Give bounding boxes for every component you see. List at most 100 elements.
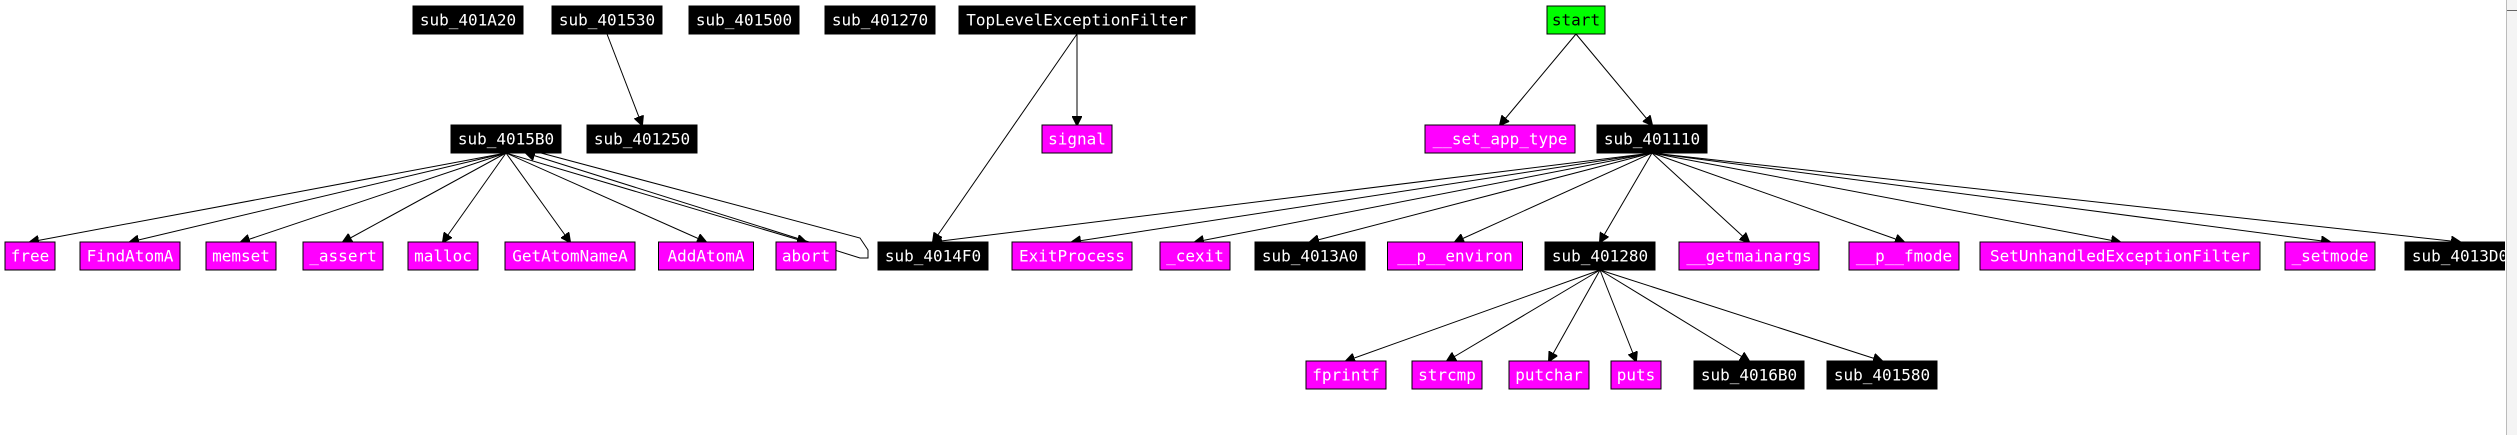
node-label: malloc [414, 247, 472, 266]
node-FindAtomA[interactable]: FindAtomA [79, 241, 181, 271]
node-label: sub_4013A0 [1262, 247, 1358, 266]
node-sub_401580[interactable]: sub_401580 [1826, 360, 1938, 390]
node-free[interactable]: free [4, 241, 56, 271]
node-sub_401280[interactable]: sub_401280 [1544, 241, 1656, 271]
node-box [1848, 241, 1960, 271]
node-putchar[interactable]: putchar [1508, 360, 1590, 390]
node-box [1826, 360, 1938, 390]
edge-sub_401110-to-sub_4013A0 [1310, 152, 1653, 242]
node-box [658, 241, 754, 271]
node-label: sub_401530 [559, 11, 655, 30]
edge-sub_401280-to-sub_4016B0 [1599, 269, 1749, 361]
node-box [775, 241, 837, 271]
node-label: __getmainargs [1686, 247, 1811, 266]
node-__p__fmode[interactable]: __p__fmode [1848, 241, 1960, 271]
node-box [79, 241, 181, 271]
node-memset[interactable]: memset [205, 241, 277, 271]
node-label: fprintf [1312, 366, 1379, 385]
edge-sub_401110-to-ExitProcess [1072, 152, 1653, 242]
node-sub_4015B0[interactable]: sub_4015B0 [450, 124, 562, 154]
edge-sub_401280-to-putchar [1549, 269, 1601, 361]
node-ExitProcess[interactable]: ExitProcess [1011, 241, 1133, 271]
edge-sub_401280-to-sub_401580 [1599, 269, 1882, 361]
node-box [1546, 5, 1606, 35]
node-sub_401500[interactable]: sub_401500 [688, 5, 800, 35]
edge-sub_401280-to-fprintf [1346, 269, 1601, 361]
edge-sub_401110-to-_cexit [1195, 152, 1653, 242]
node-box [1159, 241, 1231, 271]
node-box [1508, 360, 1590, 390]
node-__set_app_type[interactable]: __set_app_type [1424, 124, 1576, 154]
edge-TopLevelExceptionFilter-to-sub_4014F0 [933, 33, 1078, 242]
node-__p__environ[interactable]: __p__environ [1387, 241, 1523, 271]
node-TopLevelExceptionFilter[interactable]: TopLevelExceptionFilter [958, 5, 1196, 35]
edge-sub_4015B0-to-GetAtomNameA [505, 152, 570, 242]
node-AddAtomA[interactable]: AddAtomA [658, 241, 754, 271]
node-abort[interactable]: abort [775, 241, 837, 271]
node-box [407, 241, 479, 271]
node-sub_4014F0[interactable]: sub_4014F0 [877, 241, 989, 271]
node-fprintf[interactable]: fprintf [1305, 360, 1387, 390]
node-box [1693, 360, 1805, 390]
node-label: FindAtomA [87, 247, 174, 266]
edge-sub_4015B0-to-memset [241, 152, 507, 242]
node-label: strcmp [1418, 366, 1476, 385]
node-label: puts [1617, 366, 1656, 385]
node-GetAtomNameA[interactable]: GetAtomNameA [504, 241, 636, 271]
node-label: _cexit [1166, 247, 1224, 266]
node-SetUnhandledExceptionFilter[interactable]: SetUnhandledExceptionFilter [1979, 241, 2261, 271]
node-label: sub_401110 [1604, 130, 1700, 149]
node-box [1424, 124, 1576, 154]
node-box [1041, 124, 1113, 154]
node-label: __p__environ [1397, 247, 1513, 266]
node-label: start [1552, 11, 1600, 30]
edge-start-to-__set_app_type [1500, 33, 1577, 125]
node-malloc[interactable]: malloc [407, 241, 479, 271]
node-box [877, 241, 989, 271]
node-box [1011, 241, 1133, 271]
edge-sub_401110-to-__getmainargs [1651, 152, 1749, 242]
node-strcmp[interactable]: strcmp [1411, 360, 1483, 390]
node-label: sub_401280 [1552, 247, 1648, 266]
edge-sub_401110-to-SetUnhandledExceptionFilter [1651, 152, 2120, 242]
node-sub_401A20[interactable]: sub_401A20 [412, 5, 524, 35]
node-label: AddAtomA [667, 247, 744, 266]
node-sub_401250[interactable]: sub_401250 [586, 124, 698, 154]
node-box [2404, 241, 2505, 271]
edge-sub_401280-to-puts [1599, 269, 1636, 361]
scrollbar-marker [2507, 10, 2517, 11]
node-box [586, 124, 698, 154]
node-_cexit[interactable]: _cexit [1159, 241, 1231, 271]
node-label: sub_401A20 [420, 11, 516, 30]
edge-start-to-sub_401110 [1575, 33, 1652, 125]
edges-layer [30, 33, 2460, 361]
node-start[interactable]: start [1546, 5, 1606, 35]
node-sub_4016B0[interactable]: sub_4016B0 [1693, 360, 1805, 390]
node-puts[interactable]: puts [1610, 360, 1662, 390]
node-label: sub_4014F0 [885, 247, 981, 266]
node-box [1254, 241, 1366, 271]
node-sub_401270[interactable]: sub_401270 [824, 5, 936, 35]
vertical-scrollbar[interactable] [2506, 0, 2517, 435]
node-signal[interactable]: signal [1041, 124, 1113, 154]
node-box [958, 5, 1196, 35]
node-label: sub_401270 [832, 11, 928, 30]
node-box [688, 5, 800, 35]
node-label: __p__fmode [1856, 247, 1952, 266]
edge-sub_4015B0-to-abort [505, 152, 806, 242]
node-_setmode[interactable]: _setmode [2284, 241, 2376, 271]
node-sub_401110[interactable]: sub_401110 [1596, 124, 1708, 154]
node-sub_4013D0[interactable]: sub_4013D0 [2404, 241, 2505, 271]
node-sub_4013A0[interactable]: sub_4013A0 [1254, 241, 1366, 271]
edge-sub_401110-to-sub_401280 [1600, 152, 1653, 242]
node-_assert[interactable]: _assert [302, 241, 384, 271]
edge-sub_4015B0-to-free [30, 152, 507, 242]
node-label: __set_app_type [1433, 130, 1568, 149]
edge-sub_401110-to-__p__environ [1455, 152, 1653, 242]
edge-sub_401110-to-sub_4014F0 [933, 152, 1653, 242]
edge-self-loop-sub_4015B0 [526, 153, 869, 259]
node-sub_401530[interactable]: sub_401530 [551, 5, 663, 35]
node-__getmainargs[interactable]: __getmainargs [1678, 241, 1820, 271]
node-box [1979, 241, 2261, 271]
nodes-layer: sub_401A20 sub_401530 sub_401500 sub_401270… [4, 5, 2505, 390]
